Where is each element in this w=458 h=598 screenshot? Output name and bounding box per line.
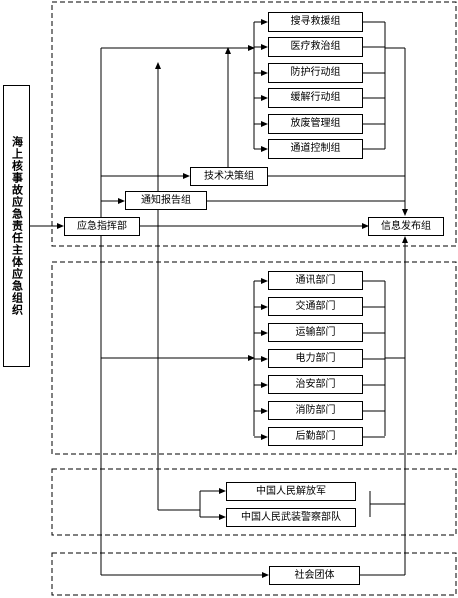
section-frame-departments: [51, 261, 457, 455]
section-frame-social: [51, 552, 457, 596]
department-label: 通讯部门: [295, 274, 336, 286]
social-box: 社会团体: [269, 566, 360, 585]
group-label: 搜寻救援组: [290, 16, 341, 27]
military-box: 中国人民武装警察部队: [226, 508, 356, 527]
main-entity-label: 海上核事故应急责任主体应急组织: [10, 136, 24, 316]
department-label: 消防部门: [295, 404, 336, 416]
department-label: 交通部门: [295, 300, 336, 312]
group-box: 放废管理组: [268, 114, 363, 134]
command-label: 应急指挥部: [77, 220, 127, 232]
tech-label: 技术决策组: [204, 170, 254, 182]
command-box: 应急指挥部: [64, 217, 140, 236]
social-label: 社会团体: [294, 569, 335, 581]
military-label: 中国人民解放军: [256, 485, 326, 497]
notify-label: 通知报告组: [141, 194, 191, 206]
section-frame-command: [51, 1, 457, 247]
department-label: 后勤部门: [295, 430, 336, 442]
department-box: 电力部门: [268, 349, 363, 368]
info-release-label: 信息发布组: [381, 220, 431, 232]
department-label: 电力部门: [295, 352, 336, 364]
group-box: 防护行动组: [268, 63, 363, 83]
department-box: 交通部门: [268, 297, 363, 316]
main-entity-box: 海上核事故应急责任主体应急组织: [3, 85, 30, 367]
section-frame-military: [51, 468, 457, 536]
group-label: 缓解行动组: [290, 92, 341, 103]
group-label: 医疗救治组: [290, 41, 341, 52]
department-box: 消防部门: [268, 401, 363, 420]
group-box: 搜寻救援组: [268, 12, 363, 32]
military-box: 中国人民解放军: [226, 482, 356, 501]
department-label: 运输部门: [295, 326, 336, 338]
group-box: 通道控制组: [268, 139, 363, 159]
group-box: 缓解行动组: [268, 88, 363, 108]
notify-box: 通知报告组: [125, 191, 207, 210]
group-label: 防护行动组: [290, 67, 341, 78]
military-label: 中国人民武装警察部队: [241, 511, 341, 523]
group-label: 通道控制组: [290, 143, 341, 154]
tech-box: 技术决策组: [190, 167, 268, 186]
group-label: 放废管理组: [290, 118, 341, 129]
department-box: 后勤部门: [268, 427, 363, 446]
department-label: 治安部门: [295, 378, 336, 390]
department-box: 通讯部门: [268, 271, 363, 290]
group-box: 医疗救治组: [268, 37, 363, 57]
department-box: 运输部门: [268, 323, 363, 342]
department-box: 治安部门: [268, 375, 363, 394]
info-release-box: 信息发布组: [368, 217, 444, 236]
